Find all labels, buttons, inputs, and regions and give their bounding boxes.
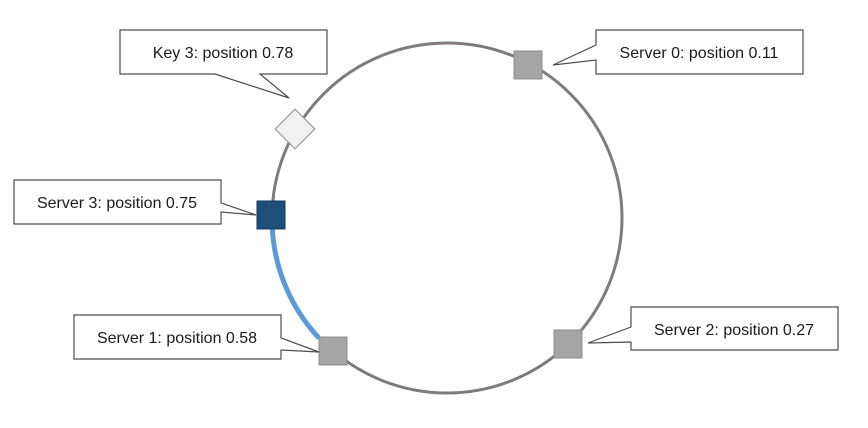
server-0-callout <box>552 29 804 75</box>
server-2-callout-label: Server 2: position 0.27 <box>654 322 814 339</box>
server-1-callout-label: Server 1: position 0.58 <box>97 330 257 347</box>
key-3-callout <box>119 29 328 99</box>
server-2-callout <box>587 306 839 351</box>
server-3-callout-label: Server 3: position 0.75 <box>37 195 197 212</box>
server-3-callout <box>13 179 257 225</box>
key-3-marker <box>274 108 316 150</box>
server-1-callout <box>73 314 320 360</box>
key-3-callout-label: Key 3: position 0.78 <box>153 45 294 62</box>
server-0-callout-label: Server 0: position 0.11 <box>620 45 779 62</box>
server-2-marker <box>553 329 583 359</box>
server-3-marker <box>256 200 286 230</box>
server-1-marker <box>318 336 348 366</box>
highlighted-arc <box>269 215 321 340</box>
server-0-marker <box>513 50 543 80</box>
